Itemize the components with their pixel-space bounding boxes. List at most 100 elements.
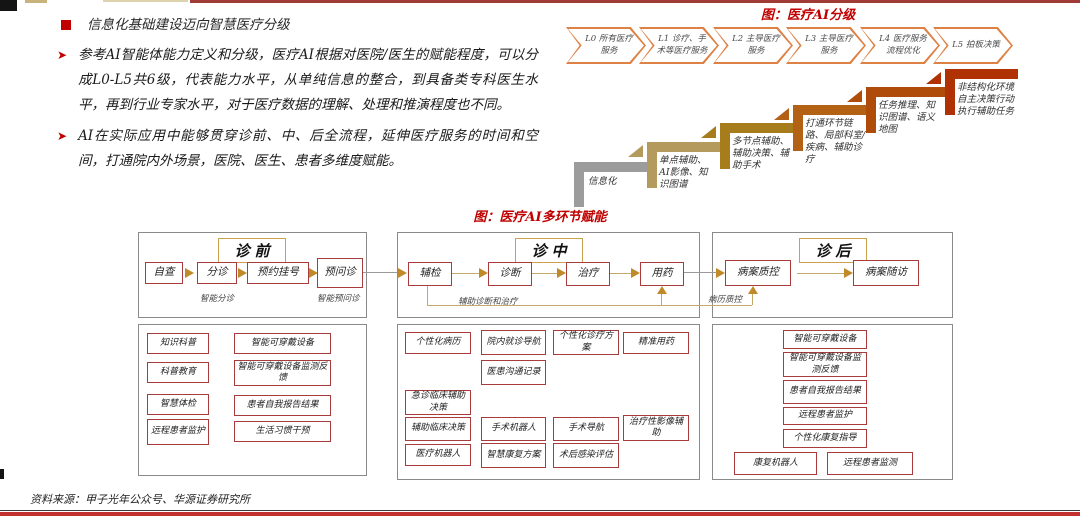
level-chevron: L3 主导医疗服务	[786, 27, 866, 64]
item-box: 生活习惯干预	[234, 421, 331, 442]
item-box: 治疗性影像辅助	[623, 415, 689, 441]
section-header-pre: 诊前	[218, 238, 286, 263]
flow-box: 自查	[145, 262, 183, 284]
bottom-left-black-mark	[0, 469, 4, 479]
connector-line	[452, 273, 479, 274]
item-box: 患者自我报告结果	[234, 395, 331, 416]
item-box: 医患沟通记录	[481, 360, 546, 385]
stair-bar-h	[720, 123, 796, 133]
item-box: 智慧体检	[147, 394, 209, 415]
top-tan-strip	[25, 0, 47, 3]
flow-arrow-icon	[398, 268, 407, 278]
item-box: 智能可穿戴设备	[234, 333, 331, 354]
connector-line	[532, 273, 557, 274]
top-beige-strip	[103, 0, 188, 2]
stair-bar-v	[945, 69, 955, 115]
item-box: 个性化病历	[405, 332, 471, 354]
assist-line-v	[752, 293, 753, 305]
flow-box: 诊断	[488, 262, 532, 286]
paragraph: AI在实际应用中能够贯穿诊前、中、后全流程，延伸医疗服务的时间和空间，打通院内外…	[78, 128, 539, 169]
assist-line-v	[427, 286, 428, 306]
stair-triangle-icon	[628, 145, 643, 157]
level-chevron: L2 主导医疗服务	[713, 27, 793, 64]
stair-triangle-icon	[701, 126, 716, 138]
stair-bar-v	[720, 123, 730, 169]
flow-arrow-icon	[238, 268, 247, 278]
flow-box: 病案随访	[853, 260, 919, 286]
level-label: L0 所有医疗服务	[585, 34, 633, 56]
flow-arrow-icon	[557, 268, 566, 278]
footer-black-rule	[0, 510, 1080, 511]
item-box: 医疗机器人	[405, 444, 471, 466]
item-box: 急诊临床辅助决策	[405, 390, 471, 415]
level-chevron: L5 拍板决策	[933, 27, 1013, 64]
level-chevron: L0 所有医疗服务	[566, 27, 646, 64]
bullet-square-icon	[61, 20, 71, 30]
item-box: 智能可穿戴设备监测反馈	[234, 360, 331, 386]
summary-text-block: 信息化基础建设迈向智慧医疗分级 ➤ 参考AI智能体能力定义和分级，医疗AI根据对…	[55, 14, 555, 180]
flow-note: 辅助诊断和治疗	[458, 297, 518, 307]
stair-label: 打通环节链路、局部科室/疾病、辅助诊疗	[805, 118, 866, 165]
item-box: 智慧康复方案	[481, 443, 546, 468]
flow-arrow-up-icon	[748, 286, 758, 294]
stair-bar-h	[647, 142, 723, 152]
level-chevron: L1 诊疗、手术等医疗服务	[639, 27, 719, 64]
stair-bar-v	[647, 142, 657, 188]
stair-bar-v	[574, 162, 584, 207]
item-box: 患者自我报告结果	[783, 380, 867, 404]
stair-bar-h	[945, 69, 1018, 79]
stair-bar-h	[793, 105, 869, 115]
top-left-black-mark	[0, 0, 17, 11]
stair-triangle-icon	[774, 108, 789, 120]
connector-line	[610, 273, 631, 274]
item-box: 手术机器人	[481, 417, 546, 441]
flow-arrow-icon	[309, 268, 318, 278]
arrow-bullet-icon: ➤	[57, 129, 68, 143]
arrow-bullet-icon: ➤	[57, 48, 68, 62]
flow-arrow-icon	[185, 268, 194, 278]
flow-note: 智能预问诊	[317, 294, 360, 304]
connector-line	[363, 272, 397, 273]
item-box: 智能可穿戴设备监测反馈	[783, 352, 867, 377]
item-box: 智能可穿戴设备	[783, 330, 867, 349]
figure-title-ai-grading: 图：医疗AI分级	[760, 8, 856, 23]
assist-line-v	[661, 293, 662, 305]
stair-label: 非结构化环境自主决策行动执行辅助任务	[957, 82, 1015, 117]
flow-arrow-up-icon	[657, 286, 667, 294]
flow-arrow-icon	[479, 268, 488, 278]
stair-bar-h	[574, 162, 650, 172]
flow-arrow-icon	[716, 268, 725, 278]
item-box: 辅助临床决策	[405, 417, 471, 441]
top-red-rule	[190, 0, 1080, 3]
stair-triangle-icon	[926, 72, 941, 84]
stair-label: 信息化	[588, 176, 617, 187]
stair-triangle-icon	[847, 90, 862, 102]
item-box: 个性化康复指导	[783, 429, 867, 448]
stair-bar-h	[866, 87, 948, 97]
flow-box: 辅检	[408, 262, 452, 286]
item-box: 科普教育	[147, 362, 209, 383]
section-heading: 信息化基础建设迈向智慧医疗分级	[87, 17, 290, 33]
stair-bar-v	[866, 87, 876, 133]
level-label: L2 主导医疗服务	[732, 34, 780, 56]
source-note: 资料来源：甲子光年公众号、华源证券研究所	[30, 493, 250, 506]
flow-box: 分诊	[197, 262, 237, 284]
flow-box: 治疗	[566, 262, 610, 286]
section-header-post: 诊后	[799, 238, 867, 263]
item-box: 远程患者监护	[147, 419, 209, 445]
item-box: 个性化诊疗方案	[553, 330, 619, 355]
item-box: 院内就诊导航	[481, 330, 546, 355]
flow-arrow-icon	[631, 268, 640, 278]
stair-bar-v	[793, 105, 803, 151]
figure-title-flow: 图：医疗AI多环节赋能	[473, 210, 607, 225]
level-label: L3 主导医疗服务	[805, 34, 853, 56]
assist-line-h	[427, 305, 752, 306]
item-box: 精准用药	[623, 332, 689, 354]
footer-red-rule	[0, 512, 1080, 516]
section-header-mid: 诊中	[515, 238, 583, 263]
flow-box: 预约挂号	[247, 262, 309, 284]
flow-box: 用药	[640, 262, 684, 286]
level-label: L1 诊疗、手术等医疗服务	[656, 34, 708, 56]
level-label: L5 拍板决策	[952, 39, 1000, 50]
